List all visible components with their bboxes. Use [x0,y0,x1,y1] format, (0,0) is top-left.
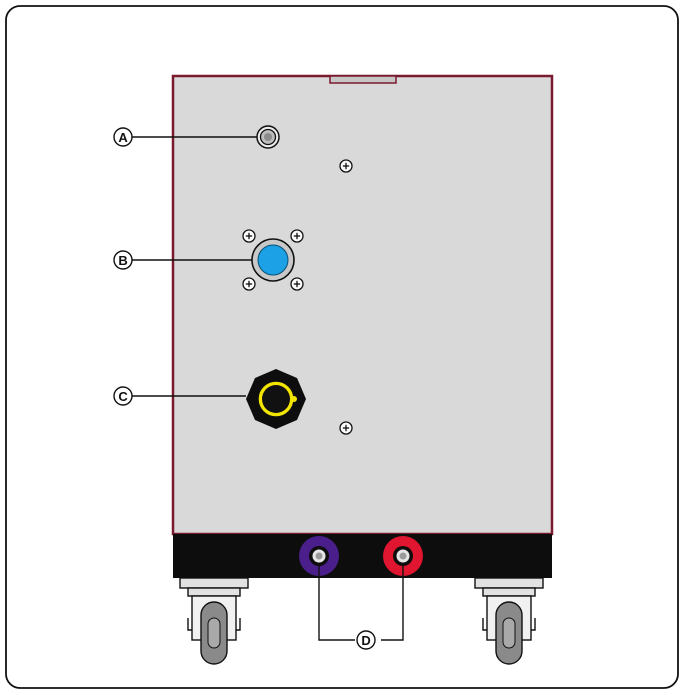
callout-c: C [113,386,133,406]
caster-wheel-left [179,577,249,665]
base-strip [173,534,552,578]
callout-a-label: A [118,130,128,145]
phillips-screw-icon [339,159,353,173]
phillips-screw-icon [242,277,256,291]
phillips-screw-icon [290,277,304,291]
callout-d-label: D [361,633,370,648]
callout-d: D [356,630,376,650]
callout-b-label: B [118,253,127,268]
power-cable-connector-icon [246,369,306,429]
phillips-screw-icon [242,229,256,243]
phillips-screw-icon [290,229,304,243]
cabinet-panel [171,74,554,536]
caster-wheel-right [474,577,544,665]
callout-c-label: C [118,389,128,404]
terminal-positive [383,536,423,576]
phillips-screw-icon [339,421,353,435]
terminal-negative [299,536,339,576]
callout-a: A [113,127,133,147]
leader-line-d [318,566,404,641]
round-connector-icon [251,238,295,282]
top-handle-slot [329,75,397,84]
small-socket-icon [256,125,280,149]
callout-b: B [113,250,133,270]
